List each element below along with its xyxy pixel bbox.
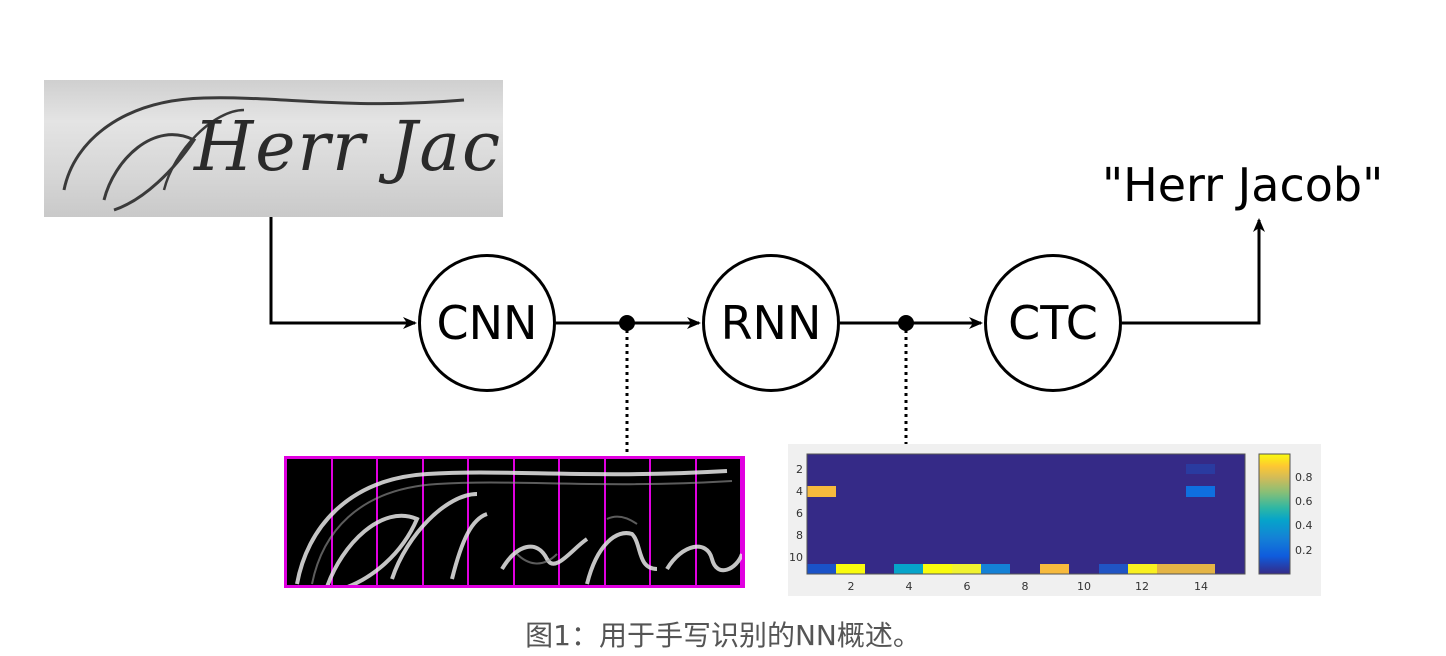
colorbar-tick: 0.8 — [1295, 471, 1313, 484]
handwriting-strokes — [62, 96, 465, 212]
heatmap-cell — [807, 564, 836, 574]
heatmap-y-tick: 2 — [796, 463, 803, 476]
output-text: "Herr Jacob" — [1102, 158, 1384, 212]
colorbar-tick: 0.4 — [1295, 519, 1313, 532]
heatmap-background — [807, 454, 1245, 574]
heatmap-cell — [1186, 486, 1215, 497]
rnn-node: RNN — [702, 254, 840, 392]
heatmap-y-tick: 6 — [796, 507, 803, 520]
heatmap-cell — [1099, 564, 1128, 574]
ctc-node: CTC — [984, 254, 1122, 392]
heatmap-cell — [981, 564, 1010, 574]
feature-cell — [469, 459, 515, 585]
feature-cell — [560, 459, 606, 585]
feature-cell — [651, 459, 697, 585]
heatmap-frame — [806, 453, 1246, 575]
feature-cell — [378, 459, 424, 585]
cnn-feature-map-strip — [284, 456, 745, 588]
feature-cell — [287, 459, 333, 585]
colorbar — [1258, 453, 1291, 575]
heatmap-cell — [1128, 564, 1157, 574]
heatmap-y-tick: 4 — [796, 485, 803, 498]
feature-cell — [424, 459, 469, 585]
heatmap-cell — [952, 564, 981, 574]
heatmap-x-tick: 2 — [848, 580, 855, 593]
heatmap-cell — [836, 564, 865, 574]
heatmap-x-tick: 14 — [1194, 580, 1208, 593]
heatmap-x-tick: 6 — [964, 580, 971, 593]
heatmap-x-tick: 10 — [1077, 580, 1091, 593]
heatmap-cell — [894, 564, 923, 574]
heatmap-cell — [1157, 564, 1215, 574]
heatmap-x-tick: 4 — [906, 580, 913, 593]
heatmap-y-tick: 8 — [796, 529, 803, 542]
cnn-node: CNN — [418, 254, 556, 392]
feature-cell — [333, 459, 378, 585]
colorbar-tick: 0.2 — [1295, 544, 1313, 557]
handwritten-input-image: Herr Jacob — [44, 80, 503, 217]
heatmap-x-tick: 12 — [1135, 580, 1149, 593]
input-to-cnn-arrow — [269, 217, 417, 329]
figure-caption: 图1：用于手写识别的NN概述。 — [525, 619, 921, 652]
feature-cell — [606, 459, 651, 585]
ctc-to-output-arrow — [1122, 218, 1265, 325]
heatmap-y-tick: 10 — [789, 551, 803, 564]
colorbar-tick: 0.6 — [1295, 495, 1313, 508]
heatmap-cell — [923, 564, 952, 574]
ctc-heatmap-panel: 2 4 6 8 10 2 4 6 8 10 12 14 — [788, 444, 1321, 596]
feature-cell — [697, 459, 742, 585]
ctc-heatmap: 2 4 6 8 10 2 4 6 8 10 12 14 — [789, 453, 1313, 593]
heatmap-x-tick: 8 — [1022, 580, 1029, 593]
feature-cell — [515, 459, 560, 585]
heatmap-cell — [807, 486, 836, 497]
heatmap-cell — [1040, 564, 1069, 574]
heatmap-cell — [1186, 464, 1215, 474]
handwritten-text: Herr Jacob — [194, 108, 503, 187]
